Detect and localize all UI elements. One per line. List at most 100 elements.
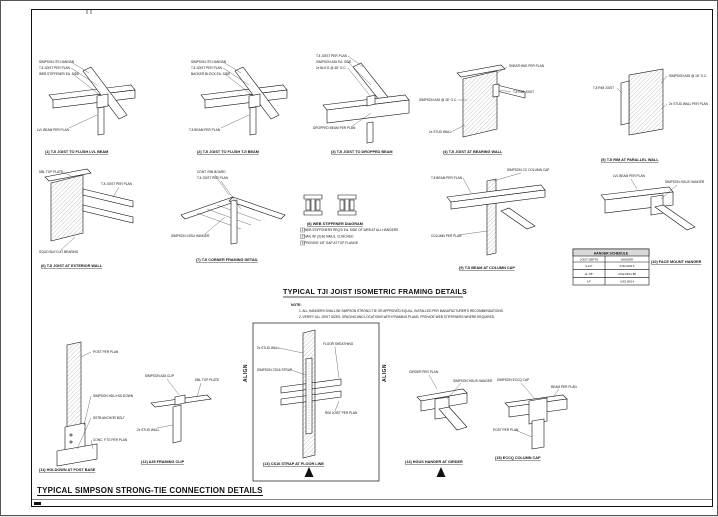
callout-label: 2x STUD WALL (137, 428, 160, 432)
callout-label: SIMPSON LSSU HANGER (171, 234, 210, 238)
detail-11-holdown-post-base: POST PER PLAN SIMPSON HDU HOLDOWN SSTB A… (39, 341, 134, 472)
framing-title: TYPICAL TJI JOIST ISOMETRIC FRAMING DETA… (283, 287, 467, 296)
detail-boundary-box (252, 322, 380, 482)
callout-label: SIMPSON ECCQ CAP (497, 378, 529, 382)
rim (492, 83, 500, 98)
callout-label: SIMPSON HGUS HANGER (665, 180, 705, 184)
detail-caption: (9) TJI BEAM AT COLUMN CAP (459, 266, 515, 270)
clip (366, 94, 376, 107)
callout-label: SIMPSON A35 CLIP (145, 374, 174, 378)
callout-label: CONC. FTG PER PLAN (93, 438, 128, 442)
hanger-schedule-table: HANGER SCHEDULE JOIST DEPTH HANGER 9-1/2… (572, 248, 650, 286)
detail-note: 1 WEB STIFFENERS REQ'D EA. SIDE OF WEB A… (302, 228, 399, 232)
bolt (69, 433, 73, 437)
detail-caption: (2) TJI JOIST TO FLUSH TJI BEAM (197, 150, 259, 154)
callout-label: SIMPSON A35 @ 16" O.C. (419, 98, 457, 102)
clip (174, 394, 186, 406)
callout-label: DBL TOP PLATE (39, 170, 63, 174)
detail-caption: (1) TJI JOIST TO FLUSH LVL BEAM (45, 150, 108, 154)
callout-label: SIMPSON HGUS HANGER (453, 379, 493, 383)
rim (180, 196, 238, 220)
top-plate (456, 64, 506, 78)
callout-label: TJI BEAM PER PLAN (431, 176, 463, 180)
callout-label: SIMPSON A35 @ 16" O.C. (669, 74, 707, 78)
post (230, 199, 238, 245)
callout-label: TJI RIM JOIST (513, 90, 534, 94)
detail-13-strap-at-floor: 2x STUD WALL SIMPSON CS16 STRAP RIM JOIS… (252, 322, 380, 482)
detail-caption: (10) FACE MOUNT HANGER (651, 260, 702, 264)
framing-title-block: TYPICAL TJI JOIST ISOMETRIC FRAMING DETA… (283, 287, 504, 319)
detail-caption: (14) HGUS HANGER AT GIRDER (405, 460, 463, 464)
callout-label: DROPPED BEAM PER PLAN (313, 126, 356, 130)
callout-label: SOLID BLK'G AT BEARING (39, 250, 79, 254)
post (531, 418, 545, 450)
sheet-border (31, 9, 713, 507)
detail-9-tji-beam-at-column: TJI BEAM PER PLAN SIMPSON CC COLUMN CAP … (431, 168, 549, 270)
callout-label: TJI JOIST PER PLAN (101, 182, 133, 186)
callout-label: BEAM PER PLAN (551, 385, 577, 389)
detail-7-corner-framing: CONT. RIM BOARD TJI JOIST PER PLAN SIMPS… (171, 170, 286, 262)
detail-1-tji-to-flush-lvl-beam: SIMPSON ITS HANGER TJI JOIST PER PLAN WE… (37, 60, 136, 154)
callout-label: SIMPSON CC COLUMN CAP (507, 168, 549, 172)
callout-label: GIRDER PER PLAN (409, 370, 439, 374)
callout-label: SIMPSON ITS HANGER (39, 60, 75, 64)
sheet-mark (86, 9, 92, 14)
stud-wall (50, 174, 84, 242)
callout-label: 2x STUD WALL (429, 130, 452, 134)
table-cell: IUS2.06/11.88 (618, 272, 636, 276)
hanger (96, 93, 109, 109)
note-line: 2. VERIFY ALL JOIST SIZES, SPACING AND L… (299, 315, 495, 319)
table-cell: 11-7/8" (585, 272, 594, 276)
post (97, 106, 105, 136)
detail-caption: (11) HOLDOWN AT POST BASE (39, 468, 96, 472)
detail-14-hgus-at-girder: GIRDER PER PLAN SIMPSON HGUS HANGER (14)… (405, 370, 493, 477)
detail-caption: (6) TJI JOIST AT EXTERIOR WALL (41, 264, 103, 268)
detail-caption: (7) TJI CORNER FRAMING DETAIL (196, 258, 259, 262)
callout-label: RIM JOIST PER PLAN (325, 411, 358, 415)
up-arrow-icon (304, 467, 314, 477)
callout-label: CONT. RIM BOARD (197, 170, 226, 174)
connection-title: TYPICAL SIMPSON STRONG-TIE CONNECTION DE… (37, 486, 263, 495)
post (366, 121, 374, 144)
table-header-band (572, 248, 650, 257)
detail-5-tji-rim-parallel-wall: TJI RIM JOIST SIMPSON A35 @ 16" O.C. 2x … (593, 68, 709, 162)
hanger (248, 93, 261, 109)
detail-caption: (15) ECCQ COLUMN CAP (495, 456, 541, 460)
post (66, 341, 82, 433)
joist (82, 188, 134, 208)
joist (500, 207, 536, 230)
align-label: ALIGN (382, 364, 388, 382)
top-plate (44, 168, 92, 182)
table-col-header: JOIST DEPTH (580, 258, 598, 262)
callout-label: SSTB ANCHOR BOLT (93, 416, 125, 420)
detail-2-tji-to-flush-tji-beam: SIMPSON ITS HANGER TJI JOIST PER PLAN BA… (189, 60, 288, 154)
detail-15-eccq-column-cap: SIMPSON ECCQ CAP BEAM PER PLAN POST PER … (493, 378, 577, 460)
table-cell: 9-1/2" (585, 264, 592, 268)
callout-label: SIMPSON CS16 STRAP (257, 368, 292, 372)
joist (82, 204, 134, 224)
detail-caption: (13) CS16 STRAP AT FLOOR LINE (263, 462, 324, 466)
rim (620, 80, 630, 126)
table-cell: IUS2.06/14 (620, 280, 634, 284)
callout-label: TJI JOIST PER PLAN (39, 66, 71, 70)
callout-label: 2x STUD WALL PER PLAN (669, 102, 709, 106)
callout-label: SHEATHING PER PLAN (509, 64, 545, 68)
column (486, 178, 497, 256)
connection-title-block: TYPICAL SIMPSON STRONG-TIE CONNECTION DE… (31, 486, 713, 500)
table-title: HANGER SCHEDULE (594, 251, 629, 255)
joist-section (303, 194, 323, 216)
joist (654, 204, 696, 231)
detail-note: 3 PROVIDE 1/8" GAP AT TOP FLANGE (302, 241, 358, 245)
note-number-box (300, 234, 305, 239)
callout-label: TJI JOIST PER PLAN (197, 176, 229, 180)
rim (228, 196, 286, 220)
detail-caption: (8) WEB STIFFENER DIAGRAM (307, 222, 363, 226)
stud (172, 404, 182, 444)
callout-label: WEB STIFFENER EA. SIDE (39, 72, 79, 76)
note-number-box (300, 227, 305, 233)
table-col-header: HANGER (621, 258, 633, 262)
detail-caption: (4) TJI JOIST AT BEARING WALL (443, 150, 503, 154)
callout-label: TJI RIM JOIST (593, 86, 614, 90)
callout-label: FLOOR SHEATHING (323, 342, 354, 346)
